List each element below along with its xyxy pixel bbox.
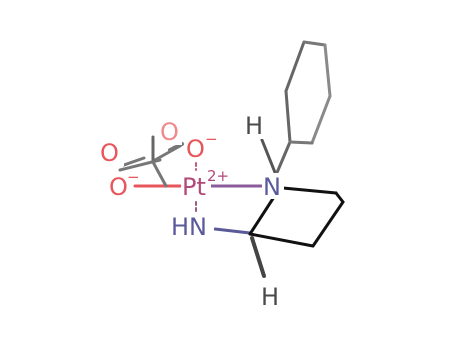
atom-hn: HN bbox=[171, 213, 207, 241]
atom-o-carbonyl-right: O bbox=[160, 118, 179, 146]
charge-o-left: − bbox=[127, 168, 140, 186]
cyclohex-bond-4 bbox=[323, 43, 332, 98]
atom-o-upper: O bbox=[186, 135, 205, 163]
atom-h-stereo: H bbox=[261, 283, 279, 311]
atom-o-carbonyl-left: O bbox=[100, 139, 119, 167]
bond-n-h bbox=[260, 138, 278, 177]
atom-o-left: O bbox=[109, 173, 128, 201]
bond-n-cyclohexyl bbox=[274, 140, 292, 177]
ring-bond-1 bbox=[281, 186, 338, 195]
cyclohex-bond-1 bbox=[284, 89, 292, 144]
bond-c-h-stereo bbox=[250, 236, 266, 278]
ring-bond-5 bbox=[248, 195, 276, 236]
charge-o-upper: − bbox=[205, 130, 218, 148]
atom-n-ring: N bbox=[263, 173, 281, 201]
charge-pt: 2+ bbox=[207, 167, 229, 185]
bond-c-diag bbox=[151, 160, 168, 188]
bond-c-o-carbonyl bbox=[122, 156, 146, 167]
ring-bond-2 bbox=[334, 191, 345, 204]
cyclohex-bond-3 bbox=[302, 40, 327, 47]
atom-labels: O O O − O − Pt 2+ N HN H H bbox=[100, 112, 284, 311]
atom-pt: Pt bbox=[182, 173, 206, 201]
cyclohex-bond-2 bbox=[284, 40, 306, 93]
atom-h-on-n: H bbox=[245, 112, 263, 140]
ring-bond-3 bbox=[311, 200, 345, 248]
bond-hn-c bbox=[213, 227, 252, 235]
ring-bond-4 bbox=[248, 232, 315, 248]
cyclohex-bond-6 bbox=[288, 140, 314, 145]
bonds bbox=[118, 40, 345, 278]
cyclohex-bond-5 bbox=[310, 94, 332, 145]
